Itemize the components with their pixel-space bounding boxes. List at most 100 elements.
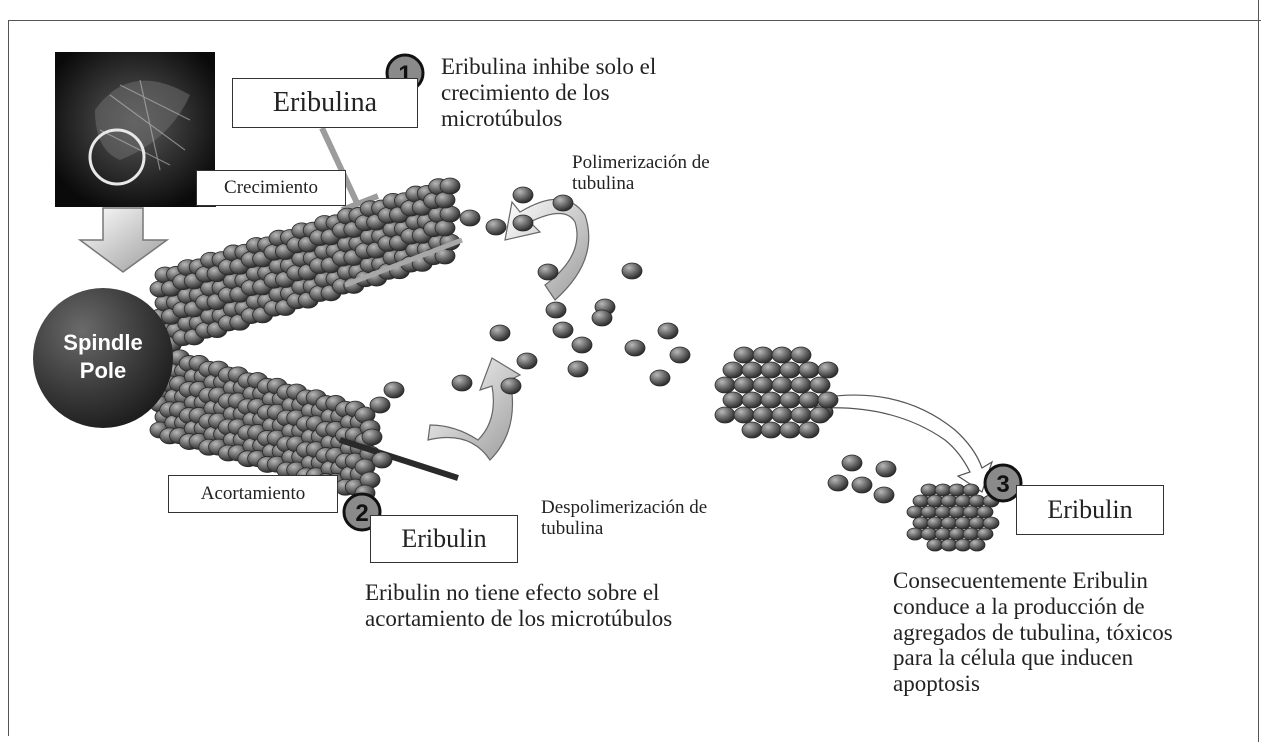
tubulin-bead: [772, 347, 792, 363]
tubulin-cluster: [715, 347, 838, 438]
tubulin-bead: [969, 539, 985, 551]
tubulin-dimer: [650, 370, 670, 386]
tubulin-bead: [753, 407, 773, 423]
tubulin-dimer: [513, 187, 533, 203]
tubulin-bead: [753, 377, 773, 393]
tubulin-bead: [753, 347, 773, 363]
tubulin-bead: [977, 528, 993, 540]
tubulin-bead: [742, 392, 762, 408]
step-2-description: Eribulin no tiene efecto sobre el acorta…: [365, 580, 672, 632]
tubulin-bead: [723, 362, 743, 378]
tubulin-dimer: [625, 340, 645, 356]
shortening-label-box: Acortamiento: [168, 475, 338, 513]
tubulin-dimer: [658, 323, 678, 339]
step-2-text-line: Eribulin no tiene efecto sobre el: [365, 580, 672, 606]
tubulin-bead: [734, 377, 754, 393]
tubulin-bead: [715, 377, 735, 393]
growth-label-box: Crecimiento: [196, 170, 346, 206]
spindle-pole-label-1: Spindle: [63, 330, 142, 355]
tubulin-bead: [810, 407, 830, 423]
step-1-text-line: crecimiento de los: [441, 80, 656, 106]
tubulin-dimer: [362, 429, 382, 445]
tubulin-bead: [742, 362, 762, 378]
tubulin-bead: [780, 362, 800, 378]
tubulin-bead: [440, 178, 460, 194]
tubulin-dimer: [490, 325, 510, 341]
tubulin-bead: [963, 484, 979, 496]
step-3-text-line: agregados de tubulina, tóxicos: [893, 620, 1173, 646]
step-2-text-line: acortamiento de los microtúbulos: [365, 606, 672, 632]
depolymerization-label-line: Despolimerización de: [541, 497, 707, 518]
tubulin-aggregate: [907, 484, 999, 551]
spindle-pole-label-2: Pole: [80, 358, 126, 383]
tubulin-bead: [723, 392, 743, 408]
step-3-text-line: para la célula que inducen: [893, 645, 1173, 671]
tubulin-dimer: [513, 215, 533, 231]
tubulin-dimer: [370, 397, 390, 413]
tubulin-dimer: [553, 322, 573, 338]
depolymerization-arrow-icon: [428, 358, 520, 460]
tubulin-dimer: [384, 382, 404, 398]
tubulin-bead: [435, 192, 455, 208]
spindle-pole: Spindle Pole: [33, 288, 173, 428]
tubulin-bead: [799, 392, 819, 408]
tubulin-bead: [772, 377, 792, 393]
tubulin-bead: [742, 422, 762, 438]
tubulin-bead: [761, 362, 781, 378]
tubulin-dimer: [670, 347, 690, 363]
tubulin-bead: [791, 347, 811, 363]
tubulin-dimer: [517, 353, 537, 369]
tubulin-bead: [818, 392, 838, 408]
tubulin-dimer: [572, 337, 592, 353]
tubulin-dimer: [501, 378, 521, 394]
polymerization-label-line: tubulina: [572, 173, 710, 194]
tubulin-dimer: [486, 219, 506, 235]
tubulin-dimer: [622, 263, 642, 279]
tubulin-bead: [983, 517, 999, 529]
tubulin-dimer: [874, 487, 894, 503]
tubulin-dimer: [452, 375, 472, 391]
tubulin-dimer: [460, 210, 480, 226]
step-1-drug-box: Eribulina: [232, 78, 418, 128]
step-3-drug-box: Eribulin: [1016, 485, 1164, 535]
tubulin-bead: [810, 377, 830, 393]
tubulin-bead: [780, 422, 800, 438]
down-arrow-icon: [80, 208, 167, 272]
tubulin-bead: [799, 362, 819, 378]
polymerization-label: Polimerización de tubulina: [572, 152, 710, 195]
tubulin-bead: [440, 206, 460, 222]
step-2-drug-box: Eribulin: [370, 515, 518, 563]
tubulin-bead: [734, 347, 754, 363]
step-3-description: Consecuentemente Eribulin conduce a la p…: [893, 568, 1173, 697]
polymerization-label-line: Polimerización de: [572, 152, 710, 173]
step-3-text-line: conduce a la producción de: [893, 594, 1173, 620]
polymerization-arrow-icon: [505, 199, 589, 300]
tubulin-dimer: [828, 475, 848, 491]
tubulin-dimer: [842, 455, 862, 471]
step-2-number: 2: [355, 500, 368, 527]
step-3-text-line: apoptosis: [893, 671, 1173, 697]
tubulin-dimer: [876, 461, 896, 477]
tubulin-bead: [799, 422, 819, 438]
tubulin-bead: [761, 422, 781, 438]
depolymerization-label-line: tubulina: [541, 518, 707, 539]
tubulin-bead: [977, 506, 993, 518]
micrograph-image: [55, 52, 216, 207]
tubulin-bead: [761, 392, 781, 408]
tubulin-dimer: [546, 302, 566, 318]
step-1-description: Eribulina inhibe solo el crecimiento de …: [441, 54, 656, 131]
tubulin-bead: [772, 407, 792, 423]
tubulin-dimer: [592, 310, 612, 326]
step-3-number: 3: [996, 471, 1009, 498]
tubulin-bead: [715, 407, 735, 423]
tubulin-dimer: [553, 195, 573, 211]
step-1-text-line: microtúbulos: [441, 106, 656, 132]
depolymerization-label: Despolimerización de tubulina: [541, 497, 707, 540]
step-3-text-line: Consecuentemente Eribulin: [893, 568, 1173, 594]
tubulin-bead: [435, 220, 455, 236]
tubulin-dimer: [568, 361, 588, 377]
tubulin-dimer: [852, 477, 872, 493]
tubulin-dimer: [538, 264, 558, 280]
step-1-text-line: Eribulina inhibe solo el: [441, 54, 656, 80]
